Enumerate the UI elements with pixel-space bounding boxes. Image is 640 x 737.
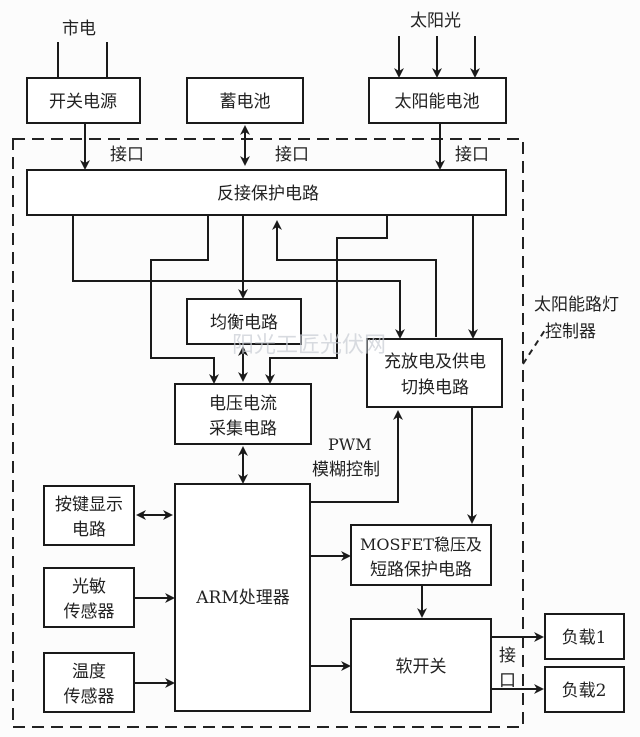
charge-switch-label-line1: 充放电及供电 [384, 352, 486, 372]
pwm-label-line2: 模糊控制 [312, 460, 380, 480]
charge-switch-block: 充放电及供电 切换电路 [366, 338, 503, 408]
vi-sampling-label-line1: 电压电流 [209, 394, 277, 414]
switching-power-label: 开关电源 [49, 92, 117, 112]
light-sensor-label-line2: 传感器 [64, 602, 115, 622]
load1-label: 负载1 [562, 628, 607, 648]
solar-cell-block: 太阳能电池 [368, 77, 507, 124]
arm-to-charge-pwm-wire [310, 410, 403, 503]
load2-block: 负载2 [544, 666, 625, 713]
arm-processor-label: ARM处理器 [195, 588, 289, 608]
charge-switch-label-line2: 切换电路 [401, 378, 469, 398]
soft-switch-label: 软开关 [396, 657, 447, 677]
watermark: 阳光工匠光伏网 [232, 333, 386, 358]
controller-annotation-line2: 控制器 [545, 322, 596, 342]
interface-label-vertical-1: 接 [499, 646, 516, 666]
light-sensor-block: 光敏 传感器 [43, 567, 135, 628]
keypad-display-label-line1: 按键显示 [55, 495, 123, 515]
reverse-protection-block: 反接保护电路 [26, 169, 507, 216]
keypad-display-block: 按键显示 电路 [43, 485, 135, 546]
temp-sensor-label-line1: 温度 [72, 662, 106, 682]
load2-label: 负载2 [562, 681, 607, 701]
controller-annotation-line1: 太阳能路灯 [534, 295, 619, 315]
light-sensor-label-line1: 光敏 [72, 577, 106, 597]
vi-sampling-block: 电压电流 采集电路 [174, 383, 312, 445]
mosfet-label-line2: 短路保护电路 [370, 560, 472, 580]
interface-label-1: 接口 [110, 145, 144, 165]
battery-block: 蓄电池 [186, 77, 304, 124]
grid-input-label: 市电 [62, 19, 96, 39]
mosfet-block: MOSFET稳压及 短路保护电路 [350, 524, 492, 586]
protection-to-sampling-wire-left [150, 215, 219, 384]
protection-to-sampling-wire-right [265, 215, 388, 384]
arm-processor-block: ARM处理器 [174, 483, 311, 712]
controller-annotation-leader [522, 329, 546, 365]
interface-label-vertical-2: 口 [499, 671, 516, 691]
interface-label-3: 接口 [455, 145, 489, 165]
battery-label: 蓄电池 [220, 92, 271, 112]
temp-sensor-block: 温度 传感器 [43, 652, 135, 713]
sunlight-label: 太阳光 [410, 11, 461, 31]
pwm-label-line1: PWM [328, 435, 372, 454]
keypad-display-label-line2: 电路 [72, 520, 106, 540]
reverse-protection-label: 反接保护电路 [217, 184, 319, 204]
equalization-label: 均衡电路 [210, 313, 278, 333]
charge-to-protection-feedback-wire [272, 220, 437, 337]
equalization-block: 均衡电路 [186, 298, 302, 345]
mosfet-label-line1: MOSFET稳压及 [360, 535, 482, 554]
protection-to-charge-wire-a [72, 215, 405, 339]
vi-sampling-label-line2: 采集电路 [209, 419, 277, 439]
interface-label-2: 接口 [275, 145, 309, 165]
soft-switch-block: 软开关 [350, 618, 492, 713]
solar-cell-label: 太阳能电池 [395, 92, 480, 112]
load1-block: 负载1 [544, 613, 625, 660]
temp-sensor-label-line2: 传感器 [64, 687, 115, 707]
switching-power-block: 开关电源 [26, 77, 141, 124]
controller-boundary [12, 138, 524, 728]
